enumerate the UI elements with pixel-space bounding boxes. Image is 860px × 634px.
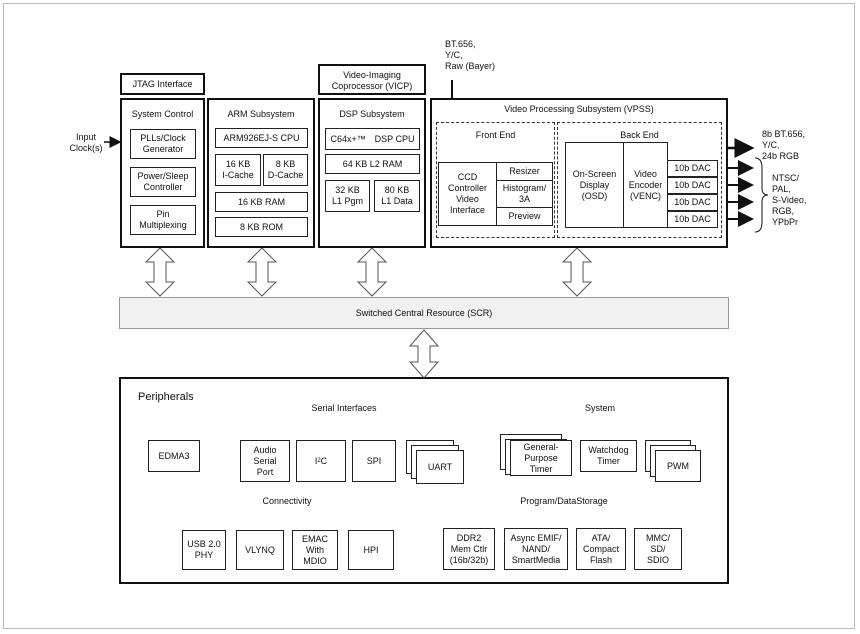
vlynq: VLYNQ	[236, 530, 284, 570]
vpss-input-label: BT.656, Y/C, Raw (Bayer)	[445, 39, 496, 71]
back-end-title: Back End	[620, 130, 659, 140]
watchdog-timer: Watchdog Timer	[580, 440, 637, 472]
front-end-group: Front End	[436, 122, 555, 238]
uart: UART	[416, 450, 464, 484]
arm-subsystem-title: ARM Subsystem	[227, 109, 295, 119]
mmc-sd-sdio: MMC/ SD/ SDIO	[634, 528, 682, 570]
i2c-label-i: I	[314, 455, 318, 466]
dac-4: 10b DAC	[667, 211, 718, 228]
dsp-l1-data: 80 KB L1 Data	[374, 180, 420, 212]
vpss-title: Video Processing Subsystem (VPSS)	[504, 104, 654, 114]
dac-1: 10b DAC	[667, 160, 718, 177]
preview: Preview	[496, 207, 553, 226]
ata-compact-flash: ATA/ Compact Flash	[576, 528, 626, 570]
ddr2-controller: DDR2 Mem Ctlr (16b/32b)	[443, 528, 495, 570]
arm-dcache: 8 KB D-Cache	[263, 154, 308, 186]
storage-title: Program/DataStorage	[520, 496, 608, 506]
dsp-cpu: C64x+™ DSP CPU	[325, 128, 420, 150]
vicp-box: Video-Imaging Coprocessor (VICP)	[318, 64, 426, 95]
peripherals-title: Peripherals	[138, 391, 194, 403]
general-purpose-timer: General- Purpose Timer	[510, 440, 572, 476]
emac-mdio: EMAC With MDIO	[292, 530, 338, 570]
front-end-title: Front End	[475, 130, 516, 140]
resizer: Resizer	[496, 162, 553, 181]
spi: SPI	[352, 440, 396, 482]
audio-serial-port: Audio Serial Port	[240, 440, 290, 482]
dsp-subsystem-box: DSP Subsystem C64x+™ DSP CPU 64 KB L2 RA…	[318, 98, 426, 248]
histogram-3a: Histogram/ 3A	[496, 180, 553, 208]
back-end-group: Back End	[557, 122, 722, 238]
venc: Video Encoder (VENC)	[623, 142, 668, 228]
scr-bar: Switched Central Resource (SCR)	[119, 297, 729, 329]
arm-cpu: ARM926EJ-S CPU	[215, 128, 308, 148]
system-control-box: System Control PLLs/Clock Generator Powe…	[120, 98, 205, 248]
dac-3: 10b DAC	[667, 194, 718, 211]
dsp-cpu-core: C64x+™	[330, 133, 366, 144]
connectivity-title: Connectivity	[262, 496, 312, 506]
ccd-controller: CCD Controller Video Interface	[438, 162, 497, 226]
i2c-label-sup: 2	[317, 457, 321, 464]
jtag-interface-box: JTAG Interface	[120, 73, 205, 95]
dsp-l2-ram: 64 KB L2 RAM	[325, 154, 420, 174]
arm-subsystem-box: ARM Subsystem ARM926EJ-S CPU 16 KB I-Cac…	[207, 98, 315, 248]
analog-output-label: NTSC/ PAL, S-Video, RGB, YPbPr	[772, 173, 807, 227]
digital-output-label: 8b BT.656, Y/C, 24b RGB	[762, 129, 806, 161]
pin-multiplexing: Pin Multiplexing	[130, 205, 196, 235]
arm-rom: 8 KB ROM	[215, 217, 308, 237]
i2c-label-c: C	[320, 455, 328, 466]
diagram-frame	[3, 3, 855, 629]
scr-label: Switched Central Resource (SCR)	[355, 308, 493, 318]
arm-ram: 16 KB RAM	[215, 192, 308, 212]
pll-clock-generator: PLLs/Clock Generator	[130, 129, 196, 159]
vicp-label: Video-Imaging Coprocessor (VICP)	[331, 70, 413, 91]
system-control-title: System Control	[131, 109, 194, 119]
serial-interfaces-title: Serial Interfaces	[311, 403, 377, 413]
power-sleep-controller: Power/Sleep Controller	[130, 167, 196, 197]
dsp-cpu-label: DSP CPU	[374, 133, 415, 144]
dsp-l1-pgm: 32 KB L1 Pgm	[325, 180, 370, 212]
async-emif: Async EMIF/ NAND/ SmartMedia	[504, 528, 568, 570]
pwm: PWM	[655, 450, 701, 482]
usb-phy: USB 2.0 PHY	[182, 530, 226, 570]
osd: On-Screen Display (OSD)	[565, 142, 624, 228]
edma3: EDMA3	[148, 440, 200, 472]
dsp-subsystem-title: DSP Subsystem	[339, 109, 405, 119]
input-clock-label: Input Clock(s)	[69, 132, 103, 153]
arm-icache: 16 KB I-Cache	[215, 154, 261, 186]
jtag-label: JTAG Interface	[132, 79, 193, 89]
dac-2: 10b DAC	[667, 177, 718, 194]
system-group-title: System	[584, 403, 615, 413]
hpi: HPI	[348, 530, 394, 570]
